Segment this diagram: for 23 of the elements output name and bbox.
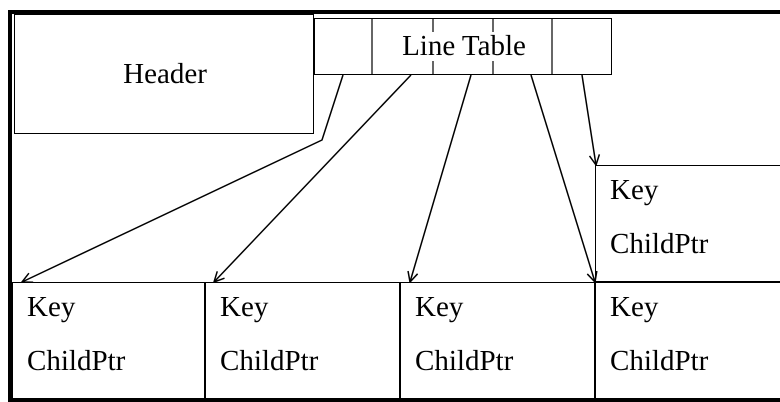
field-label: Key bbox=[610, 293, 658, 322]
field-label: ChildPtr bbox=[220, 347, 318, 376]
field-label: Key bbox=[27, 293, 76, 322]
field-label: ChildPtr bbox=[27, 347, 126, 376]
field-label: ChildPtr bbox=[610, 347, 708, 376]
arrow bbox=[213, 74, 412, 283]
arrow bbox=[21, 74, 344, 283]
field-label: ChildPtr bbox=[415, 347, 514, 376]
arrow bbox=[581, 74, 600, 166]
field-label: ChildPtr bbox=[610, 230, 708, 259]
record-box bbox=[595, 165, 780, 282]
record-box bbox=[595, 282, 780, 399]
header-box bbox=[14, 14, 314, 134]
field-label: Key bbox=[220, 293, 268, 322]
arrow bbox=[407, 74, 472, 283]
arrow bbox=[530, 74, 598, 283]
table-box bbox=[314, 18, 612, 75]
record-box bbox=[12, 282, 205, 399]
record-box bbox=[400, 282, 595, 399]
page-outline bbox=[8, 10, 780, 402]
field-label: Key bbox=[415, 293, 464, 322]
field-label: Key bbox=[610, 176, 658, 205]
record-box bbox=[205, 282, 400, 399]
